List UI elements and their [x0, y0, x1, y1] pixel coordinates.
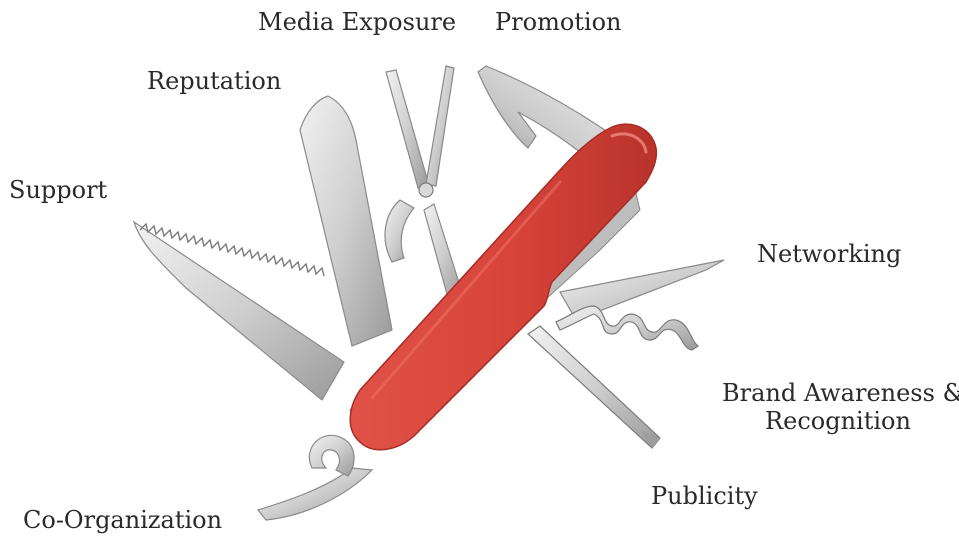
label-support: Support	[9, 176, 107, 204]
label-brand-awareness-line2: Recognition	[722, 407, 954, 435]
corkscrew-tool	[556, 306, 698, 350]
label-media-exposure: Media Exposure	[258, 8, 456, 36]
label-publicity: Publicity	[651, 482, 758, 510]
label-co-organization: Co-Organization	[23, 506, 222, 534]
scissors-tool	[385, 66, 462, 298]
label-networking: Networking	[757, 240, 901, 268]
can-opener-tool	[258, 435, 372, 520]
label-brand-awareness-line1: Brand Awareness &	[722, 379, 954, 407]
saw-blade-tool	[134, 222, 344, 400]
large-blade-tool	[300, 96, 392, 346]
screwdriver-tool	[528, 326, 660, 448]
label-reputation: Reputation	[147, 67, 281, 95]
label-promotion: Promotion	[495, 8, 622, 36]
label-brand-awareness: Brand Awareness & Recognition	[722, 379, 954, 435]
